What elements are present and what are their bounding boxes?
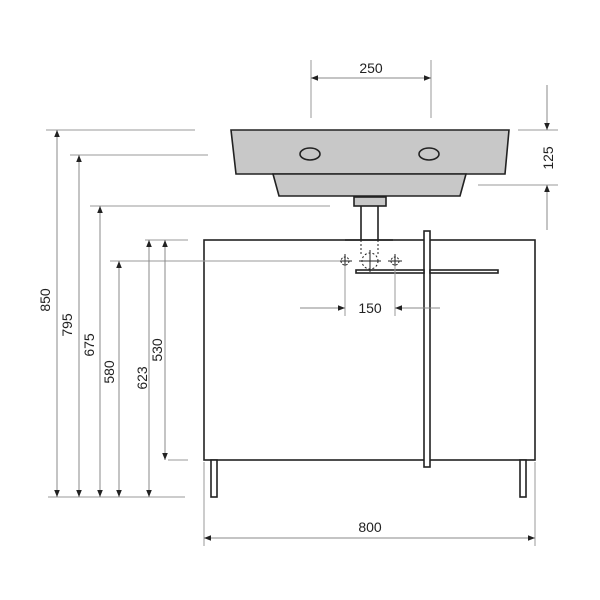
leg-right — [519, 459, 527, 498]
drain-pipe — [345, 196, 393, 241]
cabinet — [203, 230, 536, 498]
tap-hole-left — [299, 147, 321, 161]
dimension-675: 675 — [81, 205, 330, 497]
svg-text:850: 850 — [37, 288, 53, 312]
svg-text:580: 580 — [101, 360, 117, 384]
svg-text:250: 250 — [359, 60, 383, 76]
dimension-800: 800 — [203, 462, 536, 546]
tap-hole-right — [418, 147, 440, 161]
shelf — [355, 269, 425, 274]
door-divider — [423, 230, 431, 468]
dimension-530: 530 — [149, 240, 188, 461]
svg-text:623: 623 — [134, 366, 150, 390]
dimension-250: 250 — [310, 60, 432, 118]
dimension-150: 150 — [300, 266, 440, 316]
pipe-connection-points — [338, 250, 402, 272]
svg-text:150: 150 — [358, 300, 382, 316]
dimension-850: 850 — [37, 129, 195, 497]
dimension-623: 623 — [134, 239, 188, 497]
leg-left — [210, 459, 218, 498]
washbasin — [230, 129, 510, 197]
dimension-795: 795 — [59, 154, 208, 497]
svg-text:800: 800 — [358, 519, 382, 535]
svg-text:675: 675 — [81, 333, 97, 357]
svg-text:795: 795 — [59, 313, 75, 337]
svg-text:530: 530 — [149, 338, 165, 362]
svg-text:125: 125 — [540, 146, 556, 170]
dimension-125: 125 — [478, 85, 558, 230]
